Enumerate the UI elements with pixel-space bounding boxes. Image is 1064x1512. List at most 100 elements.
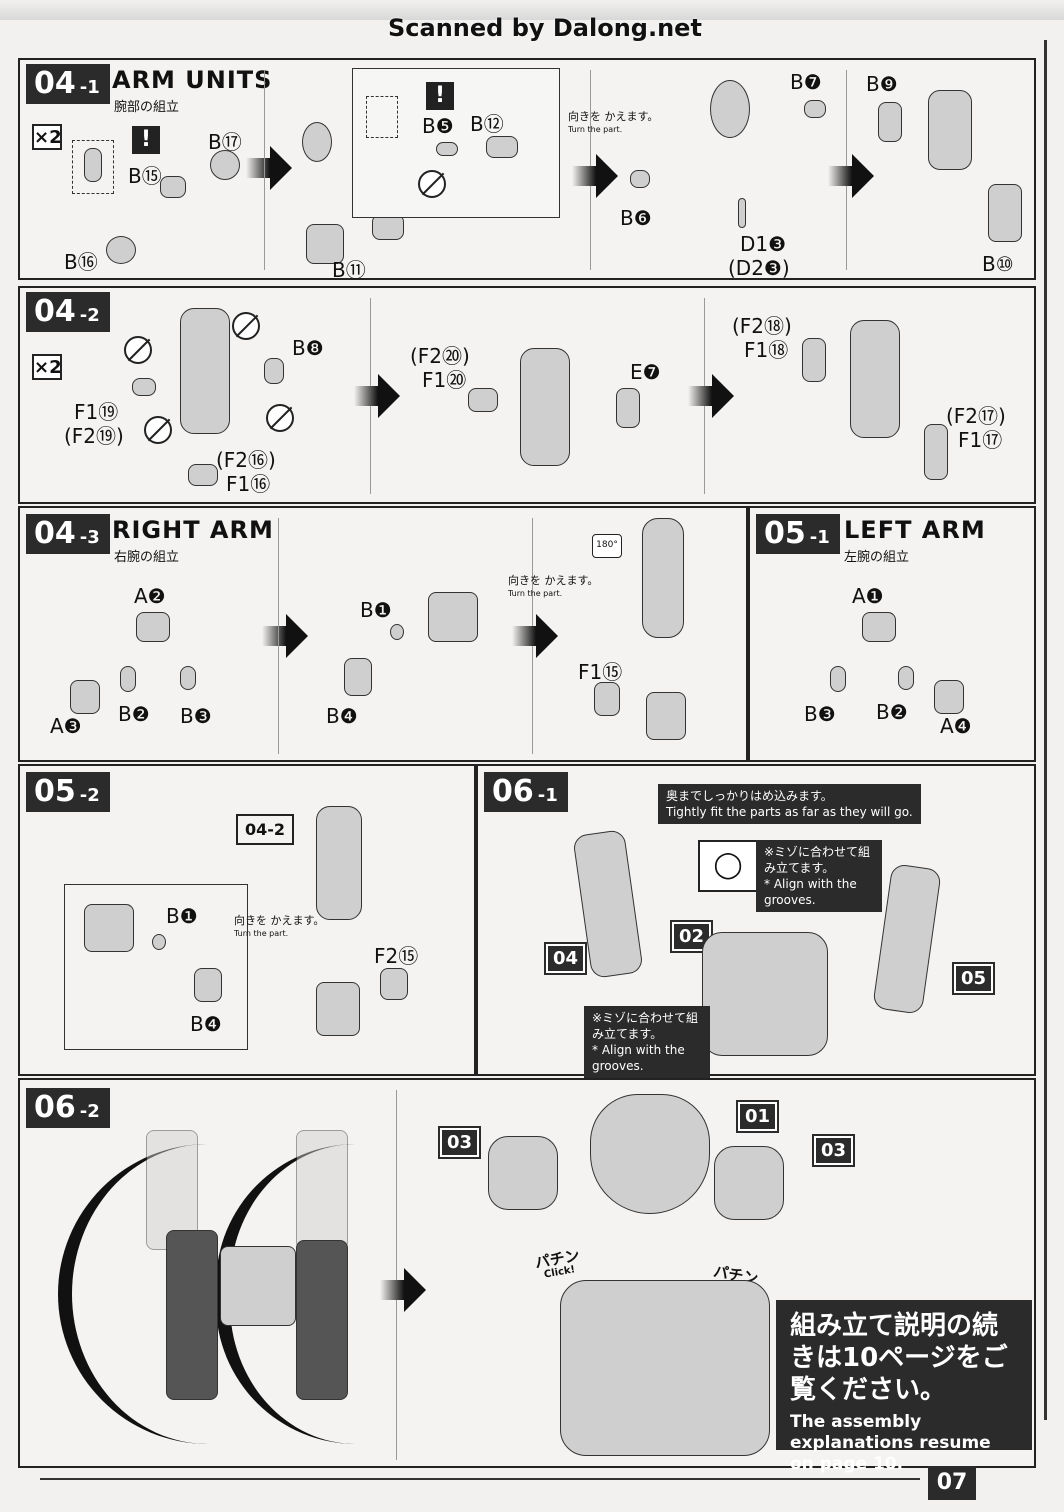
part-illustration — [850, 320, 900, 438]
label-b7: B❼ — [790, 70, 822, 94]
step-badge: 04-2 — [26, 292, 110, 332]
part-illustration — [436, 142, 458, 156]
part-illustration — [988, 184, 1022, 242]
part-illustration — [428, 592, 478, 642]
detail-box — [72, 140, 114, 194]
part-illustration — [710, 80, 750, 138]
detail-box — [64, 884, 248, 1050]
label-f1-16: F1⑯ — [226, 472, 271, 496]
label-b12: B⑫ — [470, 112, 504, 136]
label-b11: B⑪ — [332, 258, 366, 282]
prohibited-icon — [144, 416, 172, 444]
label-b3: B❸ — [804, 702, 836, 726]
step-arrow — [380, 1268, 426, 1312]
detail-box — [352, 68, 560, 218]
part-illustration — [160, 176, 186, 198]
part-illustration — [180, 308, 230, 434]
groove-note: ※ミゾに合わせて組み立てます。 * Align with the grooves… — [756, 840, 882, 912]
label-f1-15: F1⑮ — [578, 660, 623, 684]
label-a1: A❶ — [852, 584, 884, 608]
part-illustration — [616, 388, 640, 428]
step-arrow — [688, 374, 734, 418]
quantity-badge: ×2 — [32, 354, 62, 380]
label-b8: B❽ — [292, 336, 324, 360]
step-title: RIGHT ARM — [112, 516, 274, 544]
part-tag-03: 03 — [437, 1126, 482, 1159]
part-illustration — [316, 806, 362, 920]
part-illustration — [738, 198, 746, 228]
warning-icon: ! — [426, 82, 454, 110]
step-badge: 06-2 — [26, 1088, 110, 1128]
step-jp-title: 左腕の組立 — [844, 550, 910, 565]
step-04-3-panel: 04-3 RIGHT ARM 右腕の組立 A❷ A❸ B❷ B❸ B❶ B❹ 向… — [18, 506, 748, 762]
label-f2-17: (F2⑰) — [946, 404, 1006, 428]
step-05-1-panel: 05-1 LEFT ARM 左腕の組立 A❶ B❸ B❷ A❹ — [748, 506, 1036, 762]
prohibited-icon — [266, 404, 294, 432]
part-tag-05: 05 — [951, 962, 996, 995]
step-badge: 04-3 — [26, 514, 110, 554]
label-b1: B❶ — [166, 904, 198, 928]
part-illustration — [702, 932, 828, 1056]
label-b9: B❾ — [866, 72, 898, 96]
divider — [264, 70, 265, 270]
prohibited-icon — [232, 312, 260, 340]
part-illustration — [188, 464, 218, 486]
part-illustration — [166, 1230, 218, 1400]
part-illustration — [488, 1136, 558, 1210]
rotate-180-icon: 180° — [592, 534, 622, 558]
part-illustration — [830, 666, 846, 692]
turn-part-note: 向きを かえます。Turn the part. — [568, 110, 659, 134]
step-badge: 05-1 — [756, 514, 840, 554]
part-illustration — [630, 170, 650, 188]
quantity-badge: ×2 — [32, 124, 62, 150]
label-d2: (D2❸) — [728, 256, 790, 280]
label-a4: A❹ — [940, 714, 972, 738]
ref-tag: 04-2 — [235, 814, 295, 845]
turn-part-note: 向きを かえます。Turn the part. — [508, 574, 599, 598]
step-06-2-panel: 06-2 03 01 03 パチン Click! パチン Click! 組み立て… — [18, 1078, 1036, 1474]
part-illustration — [468, 388, 498, 412]
part-tag-02: 02 — [669, 920, 714, 953]
part-illustration — [306, 224, 344, 264]
step-badge: 04-1 — [26, 64, 110, 104]
part-illustration — [802, 338, 826, 382]
part-tag-03: 03 — [811, 1134, 856, 1167]
part-illustration — [642, 518, 684, 638]
label-a3: A❸ — [50, 714, 82, 738]
step-05-2-panel: 05-2 04-2 B❶ B❹ 向きを かえます。Turn the part. … — [18, 764, 476, 1076]
label-b4: B❹ — [190, 1012, 222, 1036]
part-illustration — [486, 136, 518, 158]
part-illustration — [264, 358, 284, 384]
label-f2-15: F2⑮ — [374, 944, 419, 968]
part-illustration — [878, 102, 902, 142]
label-f2-16: (F2⑯) — [216, 448, 276, 472]
part-tag-01: 01 — [735, 1100, 780, 1133]
part-illustration — [898, 666, 914, 690]
step-badge: 05-2 — [26, 772, 110, 812]
part-illustration — [316, 982, 360, 1036]
label-a2: A❷ — [134, 584, 166, 608]
step-arrow — [262, 614, 308, 658]
part-illustration — [302, 122, 332, 162]
part-illustration — [390, 624, 404, 640]
step-04-2-panel: 04-2 ×2 B❽ F1⑲ (F2⑲) (F2⑯) F1⑯ (F2⑳) F1⑳… — [18, 286, 1036, 504]
part-illustration — [132, 378, 156, 396]
part-illustration — [296, 1130, 348, 1250]
step-arrow — [246, 146, 292, 190]
part-illustration — [136, 612, 170, 642]
prohibited-icon — [124, 336, 152, 364]
label-b2: B❷ — [876, 700, 908, 724]
step-arrow — [572, 154, 618, 198]
part-illustration — [84, 904, 134, 952]
fit-parts-note: 奥までしっかりはめ込みます。 Tightly fit the parts as … — [658, 784, 921, 824]
divider — [278, 518, 279, 754]
turn-part-note: 向きを かえます。Turn the part. — [234, 914, 325, 938]
part-illustration — [804, 100, 826, 118]
part-illustration — [180, 666, 196, 690]
part-illustration — [70, 680, 100, 714]
label-b5: B❺ — [422, 114, 454, 138]
footer-line — [40, 1478, 920, 1480]
label-b16: B⑯ — [64, 250, 98, 274]
label-b10: B⑩ — [982, 252, 1014, 276]
part-illustration — [928, 90, 972, 170]
